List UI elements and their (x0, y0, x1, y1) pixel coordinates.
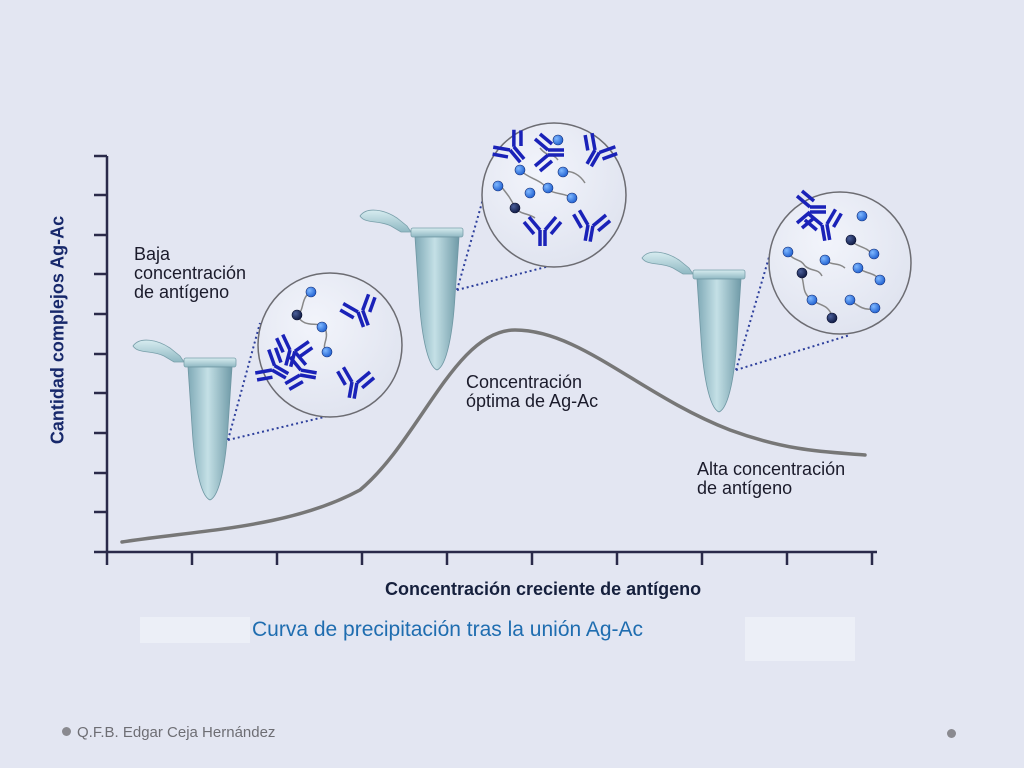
y-ticks (94, 154, 107, 514)
microtube-icon-low (132, 339, 237, 501)
microtube-icon-high (641, 251, 746, 413)
magnifier-circle-optimal (481, 122, 627, 268)
optimal-label: Concentración óptima de Ag-Ac (466, 372, 599, 411)
caption-band-right (745, 617, 855, 661)
high-antigen-label: Alta concentración de antígeno (697, 459, 846, 498)
magnifier-circle-high (768, 189, 912, 335)
footer-author: Q.F.B. Edgar Ceja Hernández (62, 724, 275, 741)
precipitation-curve (120, 328, 867, 544)
footer-author-text: Q.F.B. Edgar Ceja Hernández (77, 724, 276, 741)
magnifier-circle-low (250, 272, 403, 418)
y-axis-label: Cantidad complejos Ag-Ac (47, 215, 68, 445)
axes (94, 154, 877, 565)
bullet-dot-icon-right (947, 729, 956, 738)
caption-band-left (140, 617, 250, 643)
x-axis-label: Concentración creciente de antígeno (385, 579, 702, 599)
figure-caption: Curva de precipitación tras la unión Ag-… (252, 618, 644, 641)
x-ticks (105, 552, 874, 565)
low-antigen-label: Baja concentración de antígeno (134, 244, 247, 302)
bullet-dot-icon (62, 727, 71, 736)
